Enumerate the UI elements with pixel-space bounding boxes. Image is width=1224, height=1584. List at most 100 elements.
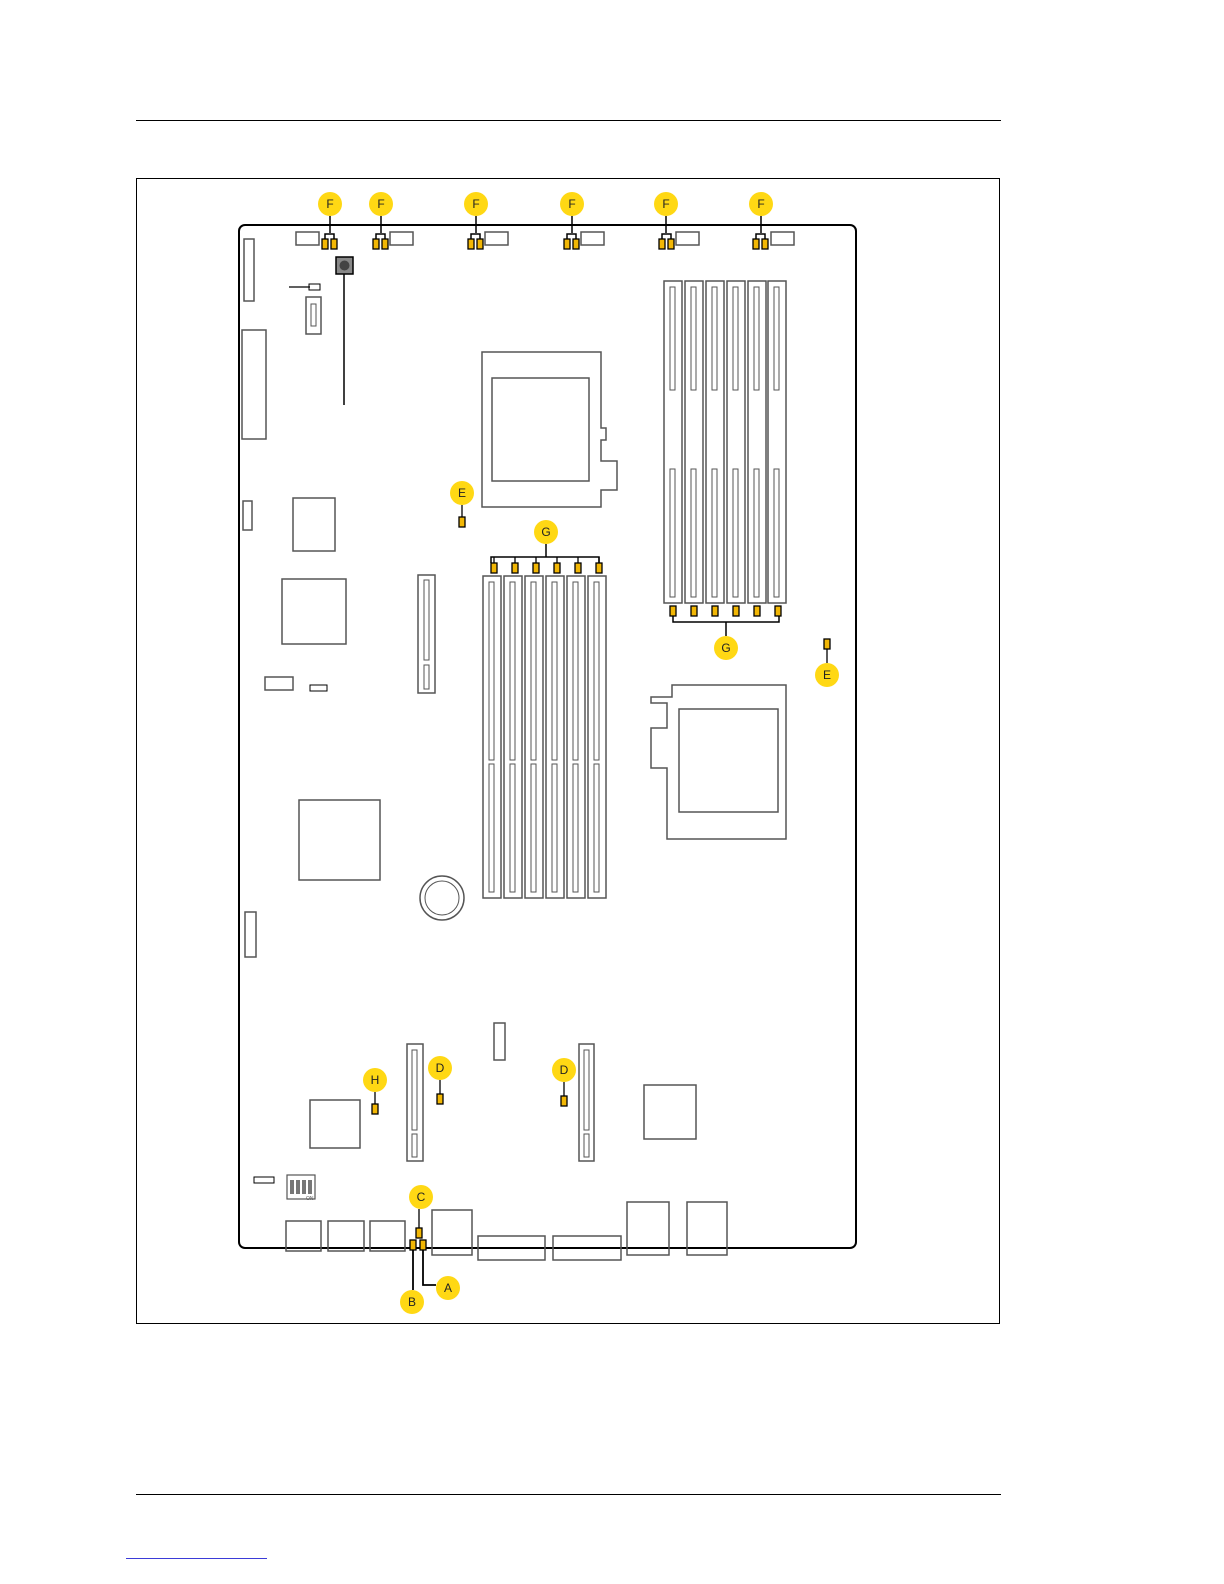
dimm-slot-cpu2-2-key-upper	[691, 287, 696, 390]
jumper-small	[309, 284, 320, 290]
dimm-led-cpu1-6	[596, 563, 602, 573]
c-led	[416, 1228, 422, 1238]
dimm-slot-cpu2-3-key-upper	[712, 287, 717, 390]
callout-e-top: E	[450, 481, 474, 505]
small-header-1	[265, 677, 293, 690]
a-led	[420, 1240, 426, 1250]
fan-led-2-a	[373, 239, 379, 249]
chip-5	[644, 1085, 696, 1139]
dimm-slot-cpu1-5-key-lower	[573, 764, 578, 892]
cpu-socket-1-die	[492, 378, 589, 481]
riser-slot-right	[579, 1044, 594, 1161]
callout-g-bottom: G	[714, 636, 738, 660]
dimm-slot-cpu2-2-key-lower	[691, 469, 696, 597]
pci-slot-upper	[418, 575, 435, 693]
dimm-slot-cpu2-4-key-lower	[733, 469, 738, 597]
dimm-slot-cpu2-6-key-upper	[774, 287, 779, 390]
left-connector-3	[243, 501, 252, 530]
chip-2	[282, 579, 346, 644]
riser-left-led	[437, 1094, 443, 1104]
h-led	[372, 1104, 378, 1114]
dimm-led-cpu2-1	[670, 606, 676, 616]
dimm-led-bracket-cpu1	[491, 557, 599, 563]
dimm-slot-cpu1-6-key-upper	[594, 582, 599, 760]
callout-f-4-label: F	[568, 197, 575, 211]
callout-d-right-label: D	[560, 1063, 569, 1077]
fan-bracket-6	[756, 234, 765, 239]
fan-led-3-b	[477, 239, 483, 249]
dimm-slot-cpu2-1	[664, 281, 682, 603]
cmos-battery	[420, 876, 464, 920]
riser-slot-right-inner-1	[584, 1050, 589, 1130]
dimm-led-cpu2-5	[754, 606, 760, 616]
dimm-slot-cpu1-4-key-upper	[552, 582, 557, 760]
callout-b: B	[400, 1290, 424, 1314]
fan-led-1-a	[322, 239, 328, 249]
button-switch-knob	[340, 261, 350, 271]
fan-led-3-a	[468, 239, 474, 249]
chip-1	[293, 498, 335, 551]
fan-led-4-a	[564, 239, 570, 249]
sata-port-inner	[311, 304, 316, 326]
small-header-2	[310, 685, 327, 691]
fan-bracket-5	[662, 234, 671, 239]
io-port-2	[328, 1221, 364, 1251]
dimm-led-cpu2-6	[775, 606, 781, 616]
sata-port	[306, 297, 321, 334]
dimm-slot-cpu2-6	[768, 281, 786, 603]
callout-h: H	[363, 1068, 387, 1092]
fan-bracket-1	[325, 234, 334, 239]
riser-slot-right-inner-2	[584, 1134, 589, 1157]
fan-bracket-4	[567, 234, 576, 239]
left-connector-4	[245, 912, 256, 957]
dimm-slot-cpu1-2	[504, 576, 522, 898]
dimm-slot-cpu1-4-key-lower	[552, 764, 557, 892]
fan-header-5	[676, 232, 699, 245]
dimm-slot-cpu1-5	[567, 576, 585, 898]
dip-switch: ON	[287, 1175, 315, 1202]
fan-led-5-a	[659, 239, 665, 249]
dip-switch-label: ON	[306, 1196, 314, 1202]
dimm-slot-cpu1-3	[525, 576, 543, 898]
callout-e-top-label: E	[458, 486, 466, 500]
fan-led-1-b	[331, 239, 337, 249]
dimm-slot-cpu1-3-key-upper	[531, 582, 536, 760]
cmos-battery-inner	[425, 881, 459, 915]
dimm-led-cpu1-5	[575, 563, 581, 573]
dimm-slot-cpu2-5-key-upper	[754, 287, 759, 390]
dimm-led-cpu1-1	[491, 563, 497, 573]
fan-connector-3: F	[464, 192, 508, 249]
cpu-socket-2-die	[679, 709, 778, 812]
dimm-slot-cpu2-3-key-lower	[712, 469, 717, 597]
dimm-slot-cpu2-4-key-upper	[733, 287, 738, 390]
riser-slot-left	[407, 1044, 423, 1161]
fan-connector-4: F	[560, 192, 604, 249]
fan-connector-1: F	[296, 192, 342, 249]
callout-a: A	[436, 1276, 460, 1300]
fan-header-3	[485, 232, 508, 245]
callout-d-right: D	[552, 1058, 576, 1082]
dimm-slot-cpu2-4	[727, 281, 745, 603]
callout-e-bottom: E	[815, 663, 839, 687]
callout-g-top-label: G	[541, 525, 550, 539]
callout-f-6-label: F	[757, 197, 764, 211]
fan-bracket-3	[471, 234, 480, 239]
callout-c: C	[409, 1185, 433, 1209]
dimm-led-cpu1-2	[512, 563, 518, 573]
cpu1-led	[459, 517, 465, 527]
fan-header-1	[296, 232, 319, 245]
io-port-3	[370, 1221, 405, 1251]
dimm-led-cpu2-3	[712, 606, 718, 616]
fan-led-4-b	[573, 239, 579, 249]
callout-f-3-label: F	[472, 197, 479, 211]
footer-link-underline[interactable]	[126, 1558, 267, 1559]
callout-g-bottom-label: G	[721, 641, 730, 655]
callout-b-label: B	[408, 1295, 416, 1309]
dimm-slot-cpu2-3	[706, 281, 724, 603]
dimm-slot-cpu1-1-key-upper	[489, 582, 494, 760]
dimm-slot-cpu1-2-key-lower	[510, 764, 515, 892]
callout-f-2-label: F	[377, 197, 384, 211]
fan-led-2-b	[382, 239, 388, 249]
io-port-1	[286, 1221, 321, 1251]
